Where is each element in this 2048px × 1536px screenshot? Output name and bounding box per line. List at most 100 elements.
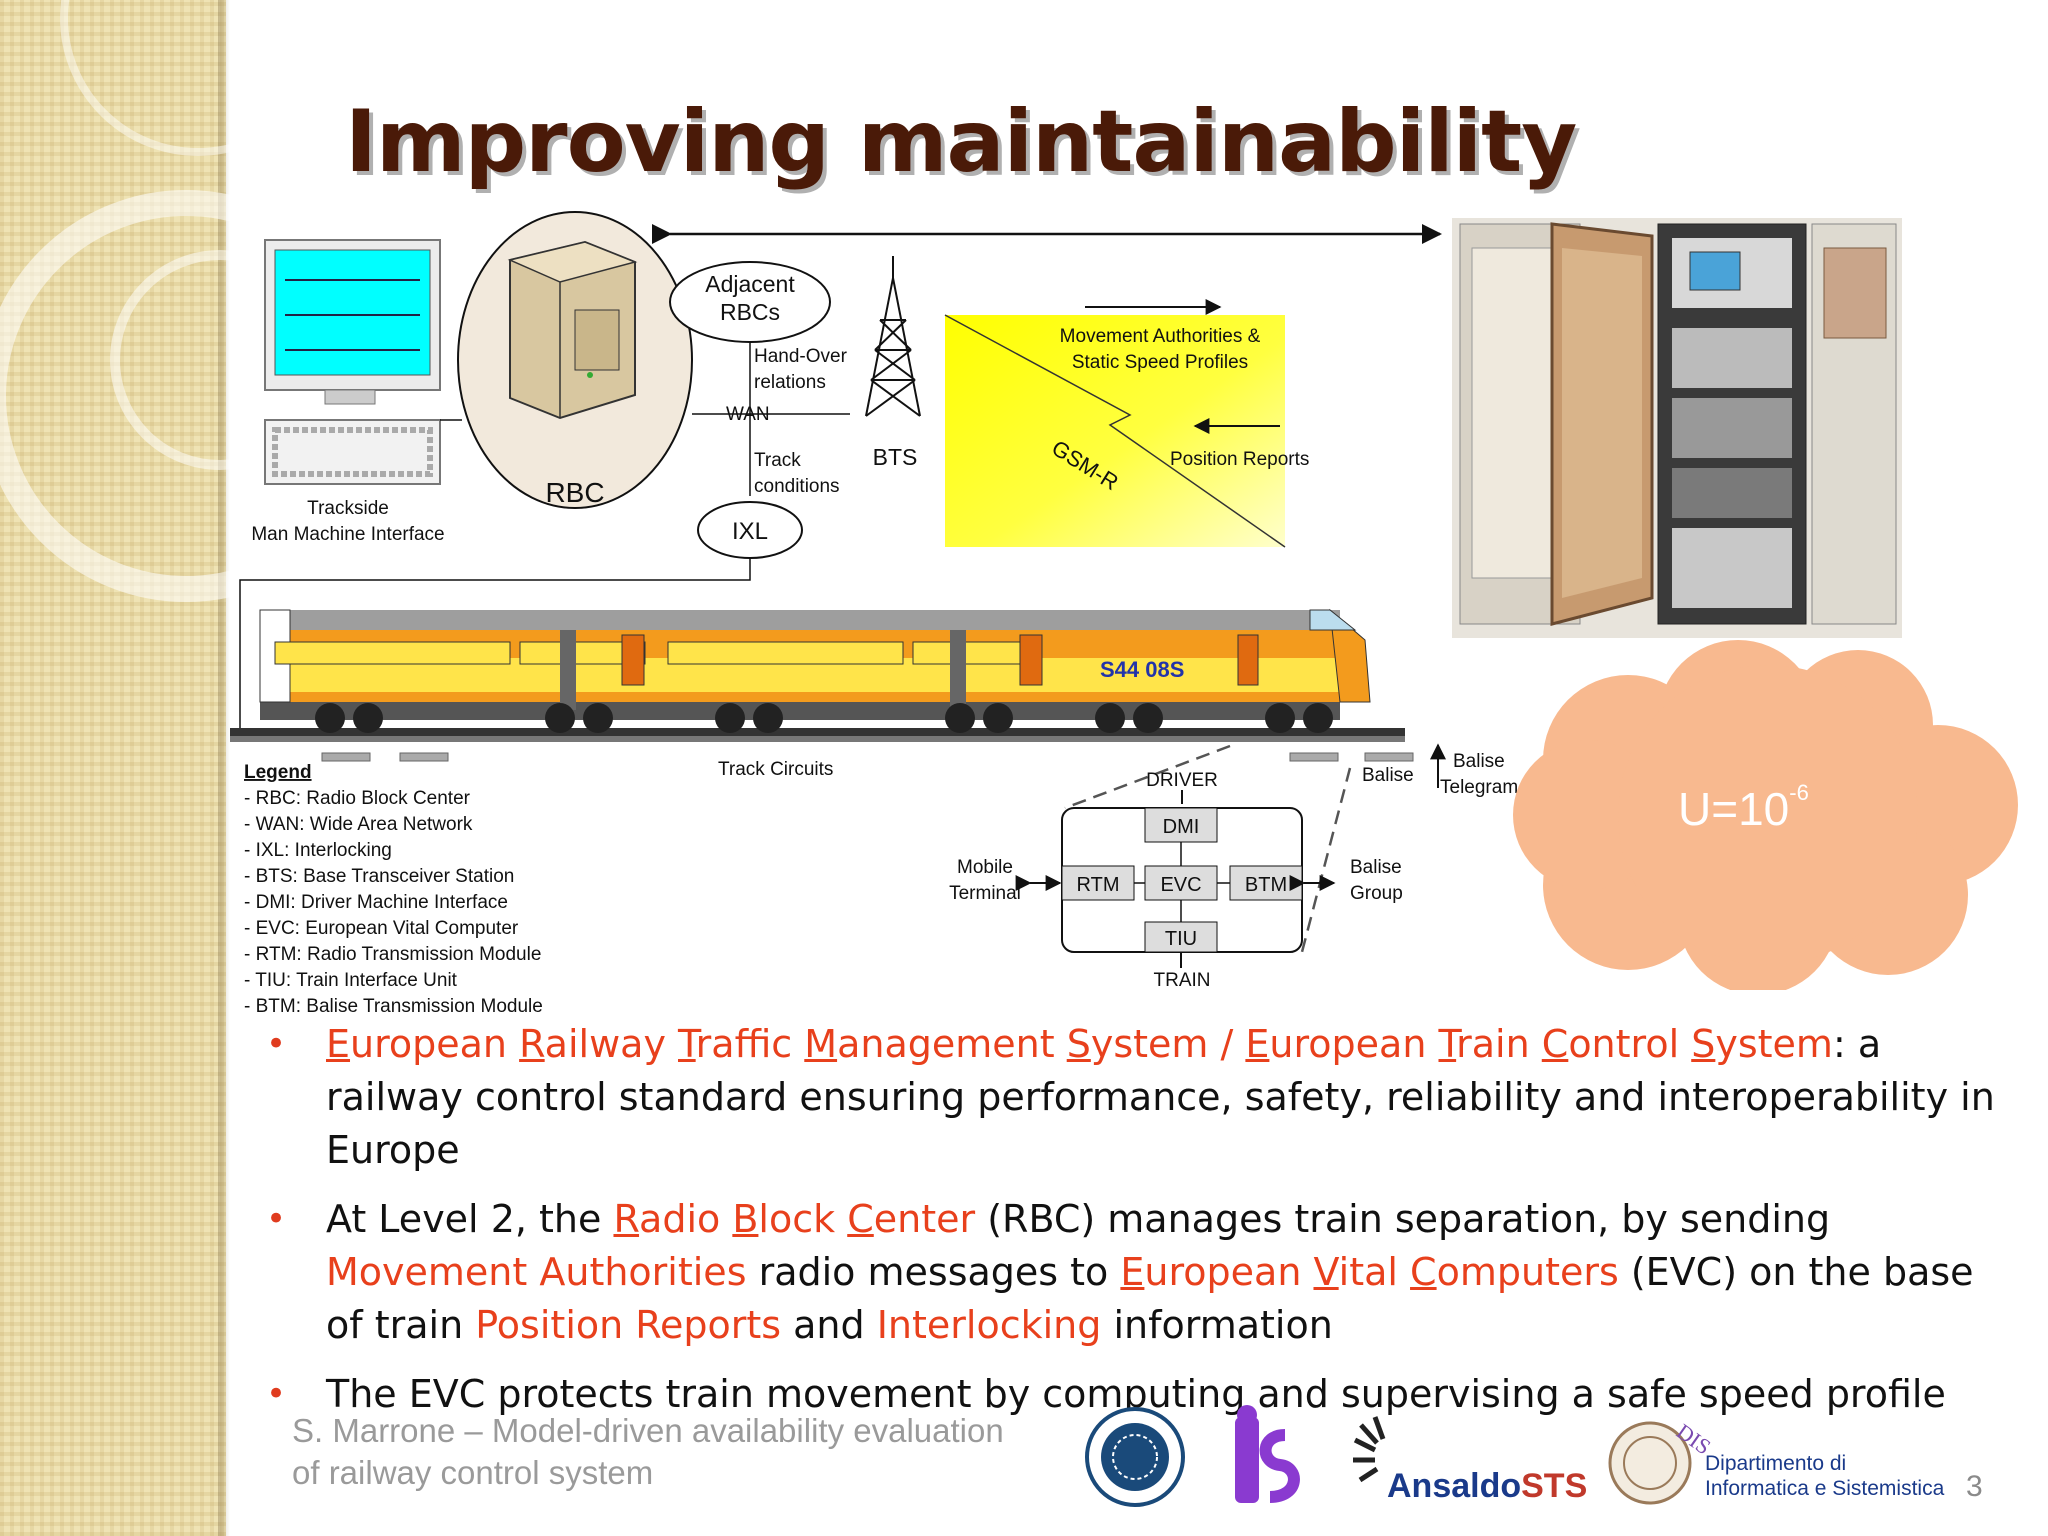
term-rest: uropean (350, 1022, 520, 1066)
legend-item: - RBC: Radio Block Center (244, 788, 471, 809)
wan-label: WAN (726, 404, 770, 425)
legend-item: - TIU: Train Interface Unit (244, 970, 458, 991)
term-rest: omputers (1436, 1250, 1619, 1294)
acronym-letter: E (1245, 1022, 1270, 1066)
rtm-box: RTM (1077, 874, 1120, 896)
footer-citation: S. Marrone – Model-driven availability e… (292, 1410, 1092, 1494)
position-reports-label: Position Reports (1170, 449, 1309, 470)
train-illustration (230, 608, 1405, 742)
train-number: S44 08S (1100, 657, 1184, 682)
term-rest: lock (758, 1197, 848, 1241)
acronym-letter: T (1438, 1022, 1457, 1066)
ixl-label: IXL (732, 518, 768, 545)
movement-label-1: Movement Authorities & (1060, 326, 1261, 347)
balise-group-label-1: Balise (1350, 857, 1402, 878)
legend-item: - BTS: Base Transceiver Station (244, 866, 514, 887)
tiu-box: TIU (1165, 928, 1197, 950)
is-mark: iS (1233, 1508, 1234, 1510)
term-rest: ystem (1090, 1022, 1209, 1066)
legend-title: Legend (244, 762, 312, 783)
bullet-text: (RBC) manages train separation, by sendi… (975, 1197, 1831, 1241)
mmi-label-1: Trackside (307, 498, 389, 519)
highlight-term: Movement Authorities (326, 1250, 747, 1294)
legend-item: - RTM: Radio Transmission Module (244, 944, 541, 965)
legend-item: - WAN: Wide Area Network (244, 814, 473, 835)
availability-base: U=10 (1678, 783, 1790, 835)
train-label: TRAIN (1154, 970, 1211, 991)
term-rest: anagement (837, 1022, 1067, 1066)
dis-line-1: Dipartimento di (1705, 1452, 1846, 1475)
availability-exponent: -6 (1789, 780, 1809, 805)
footer-line-2: of railway control system (292, 1454, 654, 1491)
term-rest: ital (1338, 1250, 1411, 1294)
highlight-term: Position Reports (475, 1303, 782, 1347)
term-rest: raffic (695, 1022, 805, 1066)
acronym-letter: E (1120, 1250, 1145, 1294)
bullet-dot-icon: • (266, 1199, 287, 1239)
term-rest: ontrol (1568, 1022, 1692, 1066)
mobile-terminal-label-2: Terminal (949, 883, 1021, 904)
track-conditions-label-2: conditions (754, 476, 840, 497)
acronym-letter: R (613, 1197, 640, 1241)
rbc-label: RBC (545, 477, 604, 508)
mmi-computer-icon (264, 239, 441, 485)
math-department-seal-logo (1085, 1407, 1185, 1507)
page-number: 3 (1966, 1470, 1983, 1503)
logos-strip: iS AnsaldoSTS DIS Dipartimento di Inform… (1085, 1405, 1945, 1510)
bullet-text: radio messages to (746, 1250, 1121, 1294)
bullet-text: (EVC) on the base of train (326, 1250, 1974, 1347)
mobile-terminal-label-1: Mobile (957, 857, 1013, 878)
separator: / (1208, 1022, 1246, 1066)
acronym-letter: S (1691, 1022, 1716, 1066)
is-logo (1235, 1405, 1300, 1503)
dmi-box: DMI (1163, 816, 1200, 838)
bullet-text: information (1101, 1303, 1333, 1347)
ansaldo-logo-text: AnsaldoSTS (1387, 1467, 1587, 1505)
bts-label: BTS (873, 444, 918, 470)
term-rest: rain (1456, 1022, 1542, 1066)
adjacent-label-1: Adjacent (705, 271, 795, 297)
term-rest: uropean (1144, 1250, 1314, 1294)
balise-telegram-label-1: Balise (1453, 751, 1505, 772)
acronym-letter: T (678, 1022, 696, 1066)
ertms-diagram: Trackside Man Machine Interface RBC Adja… (230, 211, 1518, 1017)
equipment-cabinets-photo (1452, 218, 1902, 638)
legend-item: - IXL: Interlocking (244, 840, 392, 861)
term-rest: adio (639, 1197, 733, 1241)
bullet-list: • European Railway Traffic Management Sys… (262, 1018, 2012, 1437)
acronym-letter: C (1410, 1250, 1437, 1294)
acronym-letter: M (804, 1022, 838, 1066)
acronym-letter: C (847, 1197, 874, 1241)
bullet-dot-icon: • (266, 1024, 287, 1064)
highlight-term: Interlocking (876, 1303, 1102, 1347)
availability-value: U=10-6 (1678, 780, 1809, 836)
btm-box: BTM (1245, 874, 1287, 896)
term-rest: ailway (544, 1022, 679, 1066)
balise-group-label-2: Group (1350, 883, 1403, 904)
adjacent-label-2: RBCs (720, 299, 780, 325)
bts-tower-icon (865, 256, 921, 417)
bullet-item-ertms: • European Railway Traffic Management Sys… (262, 1018, 2012, 1177)
acronym-letter: R (519, 1022, 545, 1066)
legend-list: - RBC: Radio Block Center - WAN: Wide Ar… (244, 788, 543, 1017)
ansaldo-swoosh-icon (1353, 1416, 1386, 1483)
acronym-letter: E (326, 1022, 351, 1066)
term-rest: uropean (1269, 1022, 1439, 1066)
bullet-dot-icon: • (266, 1374, 287, 1414)
evc-box: EVC (1160, 874, 1201, 896)
legend-item: - DMI: Driver Machine Interface (244, 892, 508, 913)
driver-label: DRIVER (1146, 770, 1218, 791)
balise-telegram-label-2: Telegram (1440, 777, 1518, 798)
balise-label: Balise (1362, 765, 1414, 786)
rbc-server-icon (507, 240, 638, 420)
movement-label-2: Static Speed Profiles (1072, 352, 1248, 373)
handover-label-2: relations (754, 372, 826, 393)
legend-item: - BTM: Balise Transmission Module (244, 996, 543, 1017)
track-conditions-label-1: Track (754, 450, 801, 471)
footer-line-1: S. Marrone – Model-driven availability e… (292, 1412, 1004, 1449)
availability-cloud (1513, 640, 2018, 990)
acronym-letter: B (732, 1197, 759, 1241)
bullet-item-rbc: •At Level 2, the Radio Block Center (RBC… (262, 1193, 2012, 1352)
handover-label-1: Hand-Over (754, 346, 848, 367)
term-rest: ystem (1715, 1022, 1833, 1066)
